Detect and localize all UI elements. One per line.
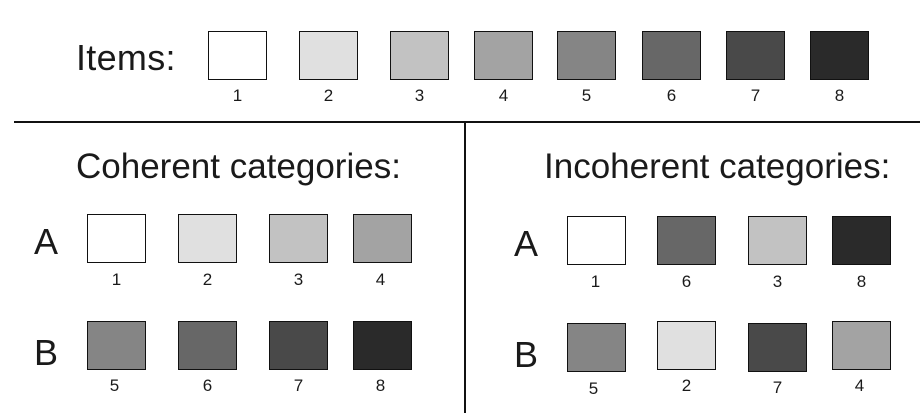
- incoherent-row-a-letter: A: [514, 223, 539, 264]
- item-swatch-4: [474, 31, 533, 80]
- coherent-a-swatch-2: [178, 214, 237, 263]
- coherent-a-number-2: 2: [202, 270, 213, 289]
- coherent-b-swatch-3: [269, 321, 328, 370]
- item-number-8: 8: [834, 86, 845, 105]
- incoherent-heading: Incoherent categories:: [544, 147, 891, 186]
- item-swatch-1: [208, 31, 267, 80]
- incoherent-a-number-4: 8: [856, 272, 867, 291]
- item-swatch-2: [299, 31, 358, 80]
- coherent-b-number-4: 8: [375, 376, 386, 395]
- item-number-7: 7: [750, 86, 761, 105]
- incoherent-a-swatch-1: [567, 216, 626, 265]
- coherent-a-swatch-3: [269, 214, 328, 263]
- incoherent-b-number-3: 7: [772, 378, 783, 397]
- coherent-b-swatch-2: [178, 321, 237, 370]
- item-number-4: 4: [498, 86, 509, 105]
- items-label: Items:: [76, 37, 176, 78]
- coherent-row-b-letter: B: [34, 332, 59, 373]
- incoherent-a-swatch-2: [657, 216, 716, 265]
- vertical-divider: [464, 121, 466, 413]
- incoherent-b-swatch-1: [567, 323, 626, 372]
- incoherent-a-number-3: 3: [772, 272, 783, 291]
- incoherent-a-number-1: 1: [590, 272, 601, 291]
- incoherent-a-swatch-3: [748, 216, 807, 265]
- coherent-b-swatch-1: [87, 321, 146, 370]
- item-swatch-7: [726, 31, 785, 80]
- item-swatch-5: [557, 31, 616, 80]
- coherent-a-number-4: 4: [375, 270, 386, 289]
- incoherent-a-number-2: 6: [681, 272, 692, 291]
- coherent-b-swatch-4: [353, 321, 412, 370]
- item-number-3: 3: [414, 86, 425, 105]
- item-number-6: 6: [666, 86, 677, 105]
- item-swatch-6: [642, 31, 701, 80]
- coherent-b-number-1: 5: [109, 376, 120, 395]
- coherent-b-number-2: 6: [202, 376, 213, 395]
- item-number-5: 5: [581, 86, 592, 105]
- incoherent-b-swatch-4: [832, 321, 891, 370]
- coherent-b-number-3: 7: [293, 376, 304, 395]
- item-number-1: 1: [232, 86, 243, 105]
- coherent-a-swatch-4: [353, 214, 412, 263]
- item-swatch-8: [810, 31, 869, 80]
- coherent-a-number-3: 3: [293, 270, 304, 289]
- coherent-a-swatch-1: [87, 214, 146, 263]
- incoherent-b-number-2: 2: [681, 376, 692, 395]
- incoherent-a-swatch-4: [832, 216, 891, 265]
- incoherent-b-swatch-3: [748, 323, 807, 372]
- coherent-heading: Coherent categories:: [76, 147, 401, 186]
- incoherent-row-b-letter: B: [514, 334, 539, 375]
- incoherent-b-number-4: 4: [854, 376, 865, 395]
- coherent-row-a-letter: A: [34, 221, 59, 262]
- incoherent-b-swatch-2: [657, 321, 716, 370]
- incoherent-b-number-1: 5: [588, 379, 599, 398]
- horizontal-divider: [14, 121, 920, 123]
- item-swatch-3: [390, 31, 449, 80]
- item-number-2: 2: [323, 86, 334, 105]
- coherent-a-number-1: 1: [111, 270, 122, 289]
